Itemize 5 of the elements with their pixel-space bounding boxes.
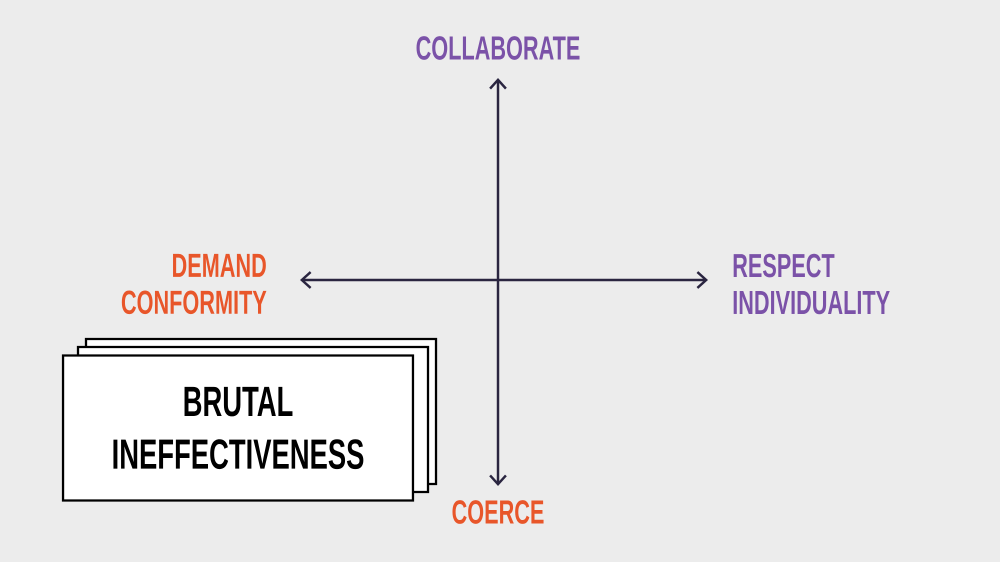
axis-label: RESPECT INDIVIDUALITY: [734, 254, 890, 314]
stacked-box: BRUTAL INEFFECTIVENESS: [62, 338, 438, 502]
axis-label: COERCE: [452, 500, 544, 524]
axis-label: DEMAND CONFORMITY: [122, 254, 266, 314]
axis-label: COLLABORATE: [416, 36, 580, 60]
